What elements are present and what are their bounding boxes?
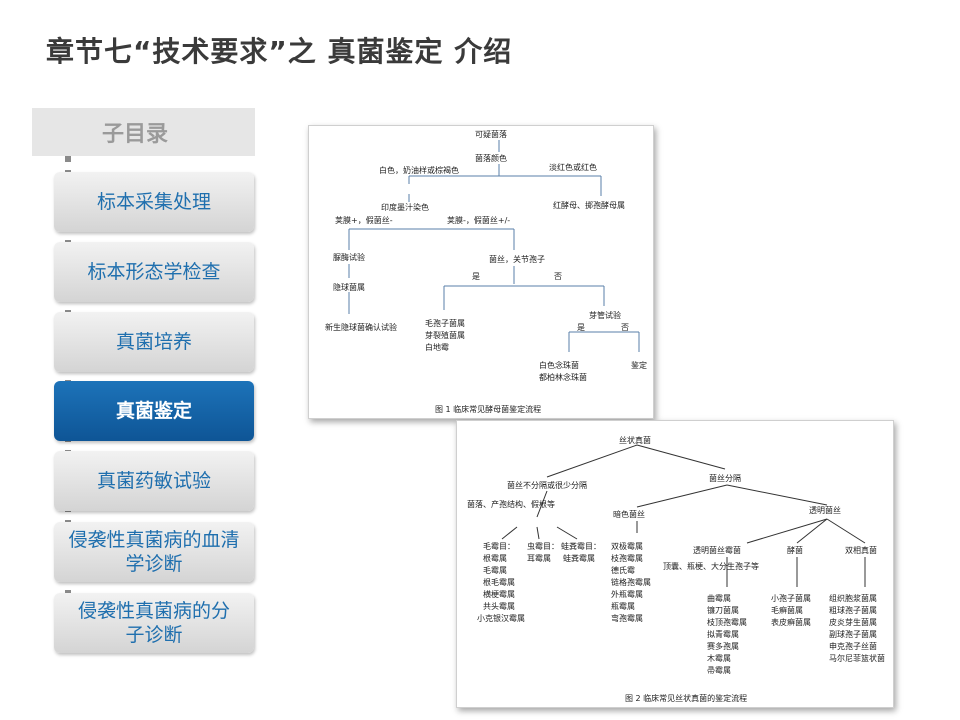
fig2-hm-sub: 顶囊、瓶梗、大分生孢子等 (663, 561, 759, 571)
fig2-hm-5: 赛多孢属 (707, 641, 739, 651)
fig1-yes: 是 (472, 272, 480, 281)
fig1-capsule-negative: 荚膜-，假菌丝+/- (447, 215, 510, 225)
nav-item-label: 标本采集处理 (96, 191, 211, 213)
fig2-dem-1: 双极霉属 (611, 541, 643, 551)
fig2-basid-label: 蛙粪霉目： (561, 541, 601, 551)
fig2-hm-3: 枝顶孢霉属 (707, 617, 747, 627)
fig1-ink-stain: 印度墨汁染色 (381, 202, 429, 212)
subnav-header: 子目录 (32, 108, 255, 156)
fig2-root: 丝状真菌 (619, 435, 651, 445)
fig1-identify: 鉴定 (631, 360, 647, 370)
fig2-dem-6: 瓶霉属 (611, 601, 635, 611)
nav-item-label: 标本形态学检查 (87, 261, 221, 283)
fig2-zygo-3: 根毛霉属 (483, 577, 515, 587)
fig1-calb-2: 都柏林念珠菌 (539, 372, 587, 382)
fig2-hyaline: 透明菌丝 (809, 505, 841, 515)
fig2-caption: 图 2 临床常见丝状真菌的鉴定流程 (625, 693, 747, 703)
fig2-hm-4: 拟青霉属 (707, 629, 739, 639)
fig1-calb-1: 白色念珠菌 (539, 360, 579, 370)
fig2-zygo-5: 共头霉属 (483, 601, 515, 611)
fig2-zygo-6: 小克银汉霉属 (477, 613, 525, 623)
fig2-dimorph-4: 副球孢子菌属 (829, 629, 877, 639)
fig2-dimorph-1: 组织胞浆菌属 (829, 593, 877, 603)
nav-item-serology[interactable]: 侵袭性真菌病的血清学诊断 (54, 522, 254, 582)
fig2-dematiaceous: 暗色菌丝 (613, 509, 645, 519)
fig1-root: 可疑菌落 (475, 129, 507, 139)
fig1-caption: 图 1 临床常见酵母菌鉴定流程 (435, 404, 541, 414)
fig1-red-result: 红酵母、掷孢酵母属 (553, 200, 625, 210)
fig2-hyaline-mould: 透明菌丝霉菌 (693, 545, 741, 555)
fig2-basid-1: 蛙粪霉属 (563, 553, 595, 563)
subnav-header-label: 子目录 (102, 122, 169, 147)
fig2-dimorph-2: 粗球孢子菌属 (829, 605, 877, 615)
fig1-no-2: 否 (621, 323, 629, 332)
fig1-capsule-positive: 荚膜+，假菌丝- (335, 215, 393, 225)
fig2-dem-2: 枝孢霉属 (611, 553, 643, 563)
nav-item-label: 真菌药敏试验 (96, 470, 211, 492)
fig1-trich-3: 白地霉 (425, 342, 449, 352)
nav-item-label: 侵袭性真菌病的分子诊断 (77, 600, 230, 646)
fig2-dem-5: 外瓶霉属 (611, 589, 643, 599)
fig2-yeast-2: 毛癣菌属 (771, 605, 803, 615)
figure-yeast-identification-flowchart: 可疑菌落 菌落颜色 白色，奶油样或棕褐色 淡红色或红色 红酵母、掷孢酵母属 印度… (308, 125, 654, 419)
fig2-hm-7: 帚霉属 (707, 666, 731, 675)
nav-item-morphology[interactable]: 标本形态学检查 (54, 242, 254, 302)
fig1-yes-2: 是 (577, 323, 585, 332)
fig2-dimorphic: 双相真菌 (845, 545, 877, 555)
nav-item-susceptibility[interactable]: 真菌药敏试验 (54, 451, 254, 511)
fig2-zygo-2: 毛霉属 (483, 565, 507, 575)
page-title: 章节七“技术要求”之 真菌鉴定 介绍 (46, 35, 513, 68)
fig2-dem-7: 弯孢霉属 (611, 613, 643, 623)
fig1-germ-tube: 芽管试验 (589, 310, 621, 320)
fig2-nonseptate: 菌丝不分隔或很少分隔 (507, 480, 587, 490)
fig2-septate: 菌丝分隔 (709, 473, 741, 483)
fig2-zygo-1: 根霉属 (483, 553, 507, 563)
nav-item-label: 真菌鉴定 (115, 400, 192, 422)
fig2-hm-6: 木霉属 (707, 653, 731, 663)
fig2-hm-1: 曲霉属 (707, 593, 731, 603)
fig2-zygo-label: 毛霉目： (483, 541, 515, 551)
fig2-nonsep-sub: 菌落、产孢结构、假根等 (467, 499, 555, 509)
fig2-ento-label: 虫霉目： (527, 541, 559, 551)
fig2-dimorph-5: 申克孢子丝菌 (829, 641, 877, 651)
fig1-trich-2: 芽裂殖菌属 (425, 330, 465, 340)
fig1-hyphae-question: 菌丝，关节孢子 (489, 254, 545, 264)
fig1-crypto: 隐球菌属 (333, 282, 365, 292)
fig2-ento-1: 耳霉属 (527, 554, 551, 563)
fig2-zygo-4: 横梗霉属 (483, 589, 515, 599)
fig2-yeast-1: 小孢子菌属 (771, 593, 811, 603)
nav-item-sample-collection[interactable]: 标本采集处理 (54, 172, 254, 232)
nav-item-molecular[interactable]: 侵袭性真菌病的分子诊断 (54, 593, 254, 653)
nav-item-label: 真菌培养 (115, 331, 192, 353)
fig1-trich-1: 毛孢子菌属 (425, 318, 465, 328)
figure-mould-identification-flowchart: 丝状真菌 菌丝不分隔或很少分隔 菌丝分隔 菌落、产孢结构、假根等 暗色菌丝 透明… (456, 420, 894, 708)
fig2-hm-2: 镰刀菌属 (707, 605, 739, 615)
fig1-no: 否 (554, 272, 562, 281)
fig2-yeast-3: 表皮癣菌属 (771, 617, 811, 627)
fig2-dem-4: 链格孢霉属 (611, 577, 651, 587)
nav-item-label: 侵袭性真菌病的血清学诊断 (68, 529, 240, 575)
fig1-crypto-confirm: 新生隐球菌确认试验 (325, 322, 397, 332)
fig2-dem-3: 德氏霉 (611, 565, 635, 575)
fig1-color-question: 菌落颜色 (475, 153, 507, 163)
fig1-urease: 脲酶试验 (333, 252, 365, 262)
fig1-white: 白色，奶油样或棕褐色 (379, 165, 459, 175)
nav-item-culture[interactable]: 真菌培养 (54, 312, 254, 372)
fig2-dimorph-6: 马尔尼菲篮状菌 (829, 653, 885, 663)
fig1-red: 淡红色或红色 (549, 162, 597, 172)
fig2-dimorph-3: 皮炎芽生菌属 (829, 617, 877, 627)
nav-item-identification[interactable]: 真菌鉴定 (54, 381, 254, 441)
fig2-yeast: 酵菌 (787, 545, 803, 555)
